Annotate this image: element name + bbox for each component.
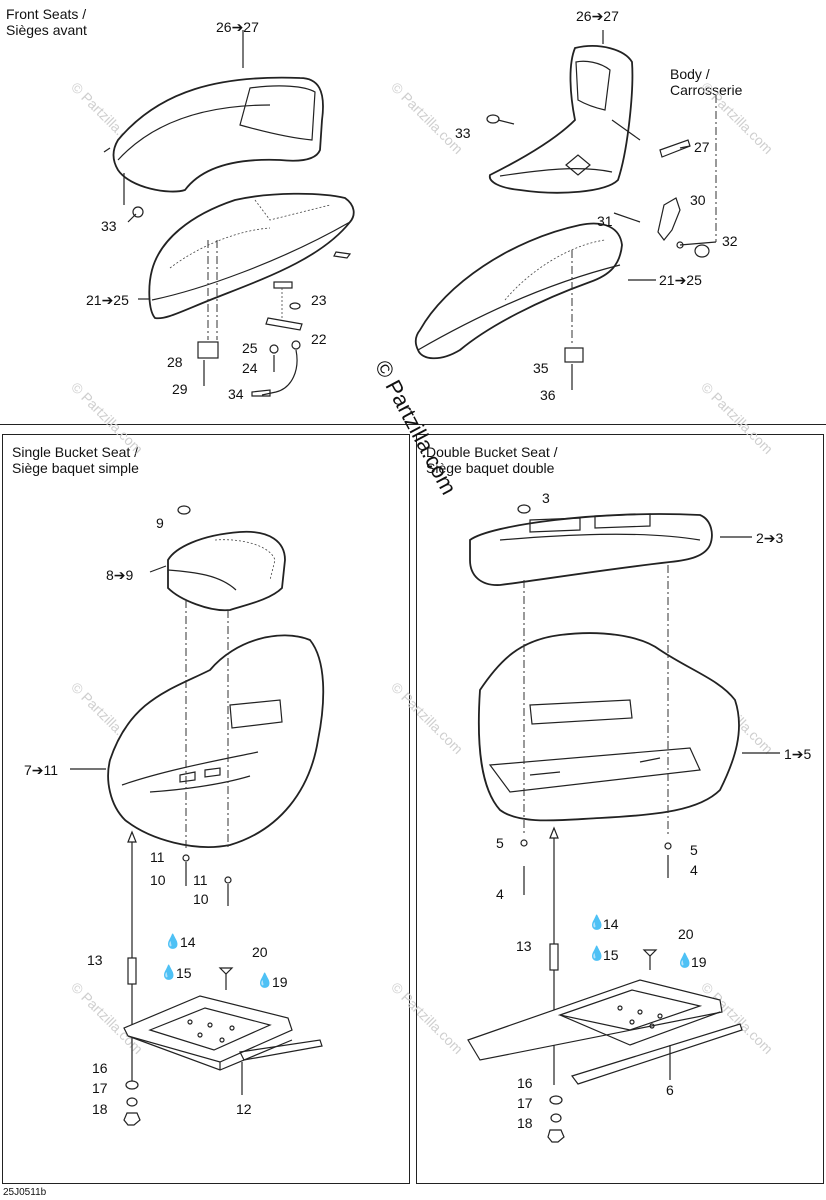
label-single-11a: 11 xyxy=(150,849,165,865)
double-bucket-panel xyxy=(416,434,824,1184)
label-single-16: 16 xyxy=(92,1060,108,1076)
label-front-21-25: 21➔25 xyxy=(86,292,129,308)
double-bucket-title-fr: Siège baquet double xyxy=(426,460,555,476)
front-seats-panel xyxy=(0,0,826,425)
label-double-16: 16 xyxy=(517,1075,533,1091)
label-front-28: 28 xyxy=(167,354,183,370)
drop-icon: 💧 xyxy=(160,964,178,980)
label-double-17: 17 xyxy=(517,1095,533,1111)
label-single-14: 14 xyxy=(180,934,196,950)
label-single-19: 19 xyxy=(272,974,288,990)
label-double-18: 18 xyxy=(517,1115,533,1131)
label-front-33: 33 xyxy=(101,218,117,234)
body-small-parts xyxy=(486,95,717,258)
label-double-6: 6 xyxy=(666,1082,674,1098)
label-front-22: 22 xyxy=(311,331,327,347)
label-body-31: 31 xyxy=(597,213,613,229)
drop-icon: 💧 xyxy=(588,914,606,930)
body-title-en: Body / xyxy=(670,66,710,82)
front-backrest-drawing xyxy=(103,30,324,193)
label-double-4a: 4 xyxy=(496,886,504,902)
double-headrest-drawing xyxy=(469,504,713,586)
single-bucket-panel xyxy=(2,434,410,1184)
label-body-33: 33 xyxy=(455,125,471,141)
label-double-19: 19 xyxy=(691,954,707,970)
label-body-35: 35 xyxy=(533,360,549,376)
label-double-14: 14 xyxy=(603,916,619,932)
double-bucket-seat-drawing xyxy=(477,565,740,835)
drop-icon: 💧 xyxy=(676,952,694,968)
label-body-36: 36 xyxy=(540,387,556,403)
label-single-10b: 10 xyxy=(193,891,209,907)
double-base-frame-drawing xyxy=(467,979,743,1085)
label-double-2-3: 2➔3 xyxy=(756,530,784,546)
label-double-5b: 5 xyxy=(690,842,698,858)
label-front-25: 25 xyxy=(242,340,258,356)
label-single-13: 13 xyxy=(87,952,103,968)
single-bucket-title-en: Single Bucket Seat / xyxy=(12,444,139,460)
front-small-parts xyxy=(123,173,303,397)
single-hardware xyxy=(123,830,234,1126)
front-seats-title: Front Seats / Sièges avant xyxy=(6,6,87,38)
single-bucket-title-fr: Siège baquet simple xyxy=(12,460,139,476)
front-seats-title-fr: Sièges avant xyxy=(6,22,87,38)
label-front-26-27: 26➔27 xyxy=(216,19,259,35)
leader-lines xyxy=(70,145,780,1095)
label-double-1-5: 1➔5 xyxy=(784,746,812,762)
label-double-3: 3 xyxy=(542,490,550,506)
single-base-frame-drawing xyxy=(123,995,323,1071)
single-headrest-drawing xyxy=(167,505,286,612)
label-double-4b: 4 xyxy=(690,862,698,878)
body-title: Body / Carrosserie xyxy=(670,66,742,98)
label-single-15: 15 xyxy=(176,965,192,981)
label-single-9: 9 xyxy=(156,515,164,531)
single-bucket-title: Single Bucket Seat / Siège baquet simple xyxy=(12,444,139,476)
label-front-24: 24 xyxy=(242,360,258,376)
label-body-26-27: 26➔27 xyxy=(576,8,619,24)
label-double-20: 20 xyxy=(678,926,694,942)
drop-icon: 💧 xyxy=(164,933,182,949)
label-front-34: 34 xyxy=(228,386,244,402)
diagram-code: 25J0511b xyxy=(3,1187,47,1198)
label-single-8-9: 8➔9 xyxy=(106,567,134,583)
label-single-20: 20 xyxy=(252,944,268,960)
double-bucket-title-en: Double Bucket Seat / xyxy=(426,444,558,460)
body-backrest-drawing xyxy=(488,30,691,194)
label-double-5a: 5 xyxy=(496,835,504,851)
label-single-12: 12 xyxy=(236,1101,252,1117)
body-cushion-drawing xyxy=(414,222,623,390)
label-body-27: 27 xyxy=(694,139,710,155)
label-body-21-25: 21➔25 xyxy=(659,272,702,288)
label-front-29: 29 xyxy=(172,381,188,397)
label-body-30: 30 xyxy=(690,192,706,208)
drop-icon: 💧 xyxy=(256,972,274,988)
label-front-23: 23 xyxy=(311,292,327,308)
front-cushion-drawing xyxy=(148,192,355,340)
label-single-7-11: 7➔11 xyxy=(24,762,59,778)
label-single-10a: 10 xyxy=(150,872,166,888)
drop-icon: 💧 xyxy=(588,945,606,961)
label-single-18: 18 xyxy=(92,1101,108,1117)
double-hardware xyxy=(520,826,672,1143)
label-single-17: 17 xyxy=(92,1080,108,1096)
label-double-13: 13 xyxy=(516,938,532,954)
single-bucket-seat-drawing xyxy=(107,600,325,850)
body-title-fr: Carrosserie xyxy=(670,82,743,98)
label-single-11b: 11 xyxy=(193,872,208,888)
double-bucket-title: Double Bucket Seat / Siège baquet double xyxy=(426,444,558,476)
label-body-32: 32 xyxy=(722,233,738,249)
front-seats-title-en: Front Seats / xyxy=(6,6,87,22)
label-double-15: 15 xyxy=(603,947,619,963)
